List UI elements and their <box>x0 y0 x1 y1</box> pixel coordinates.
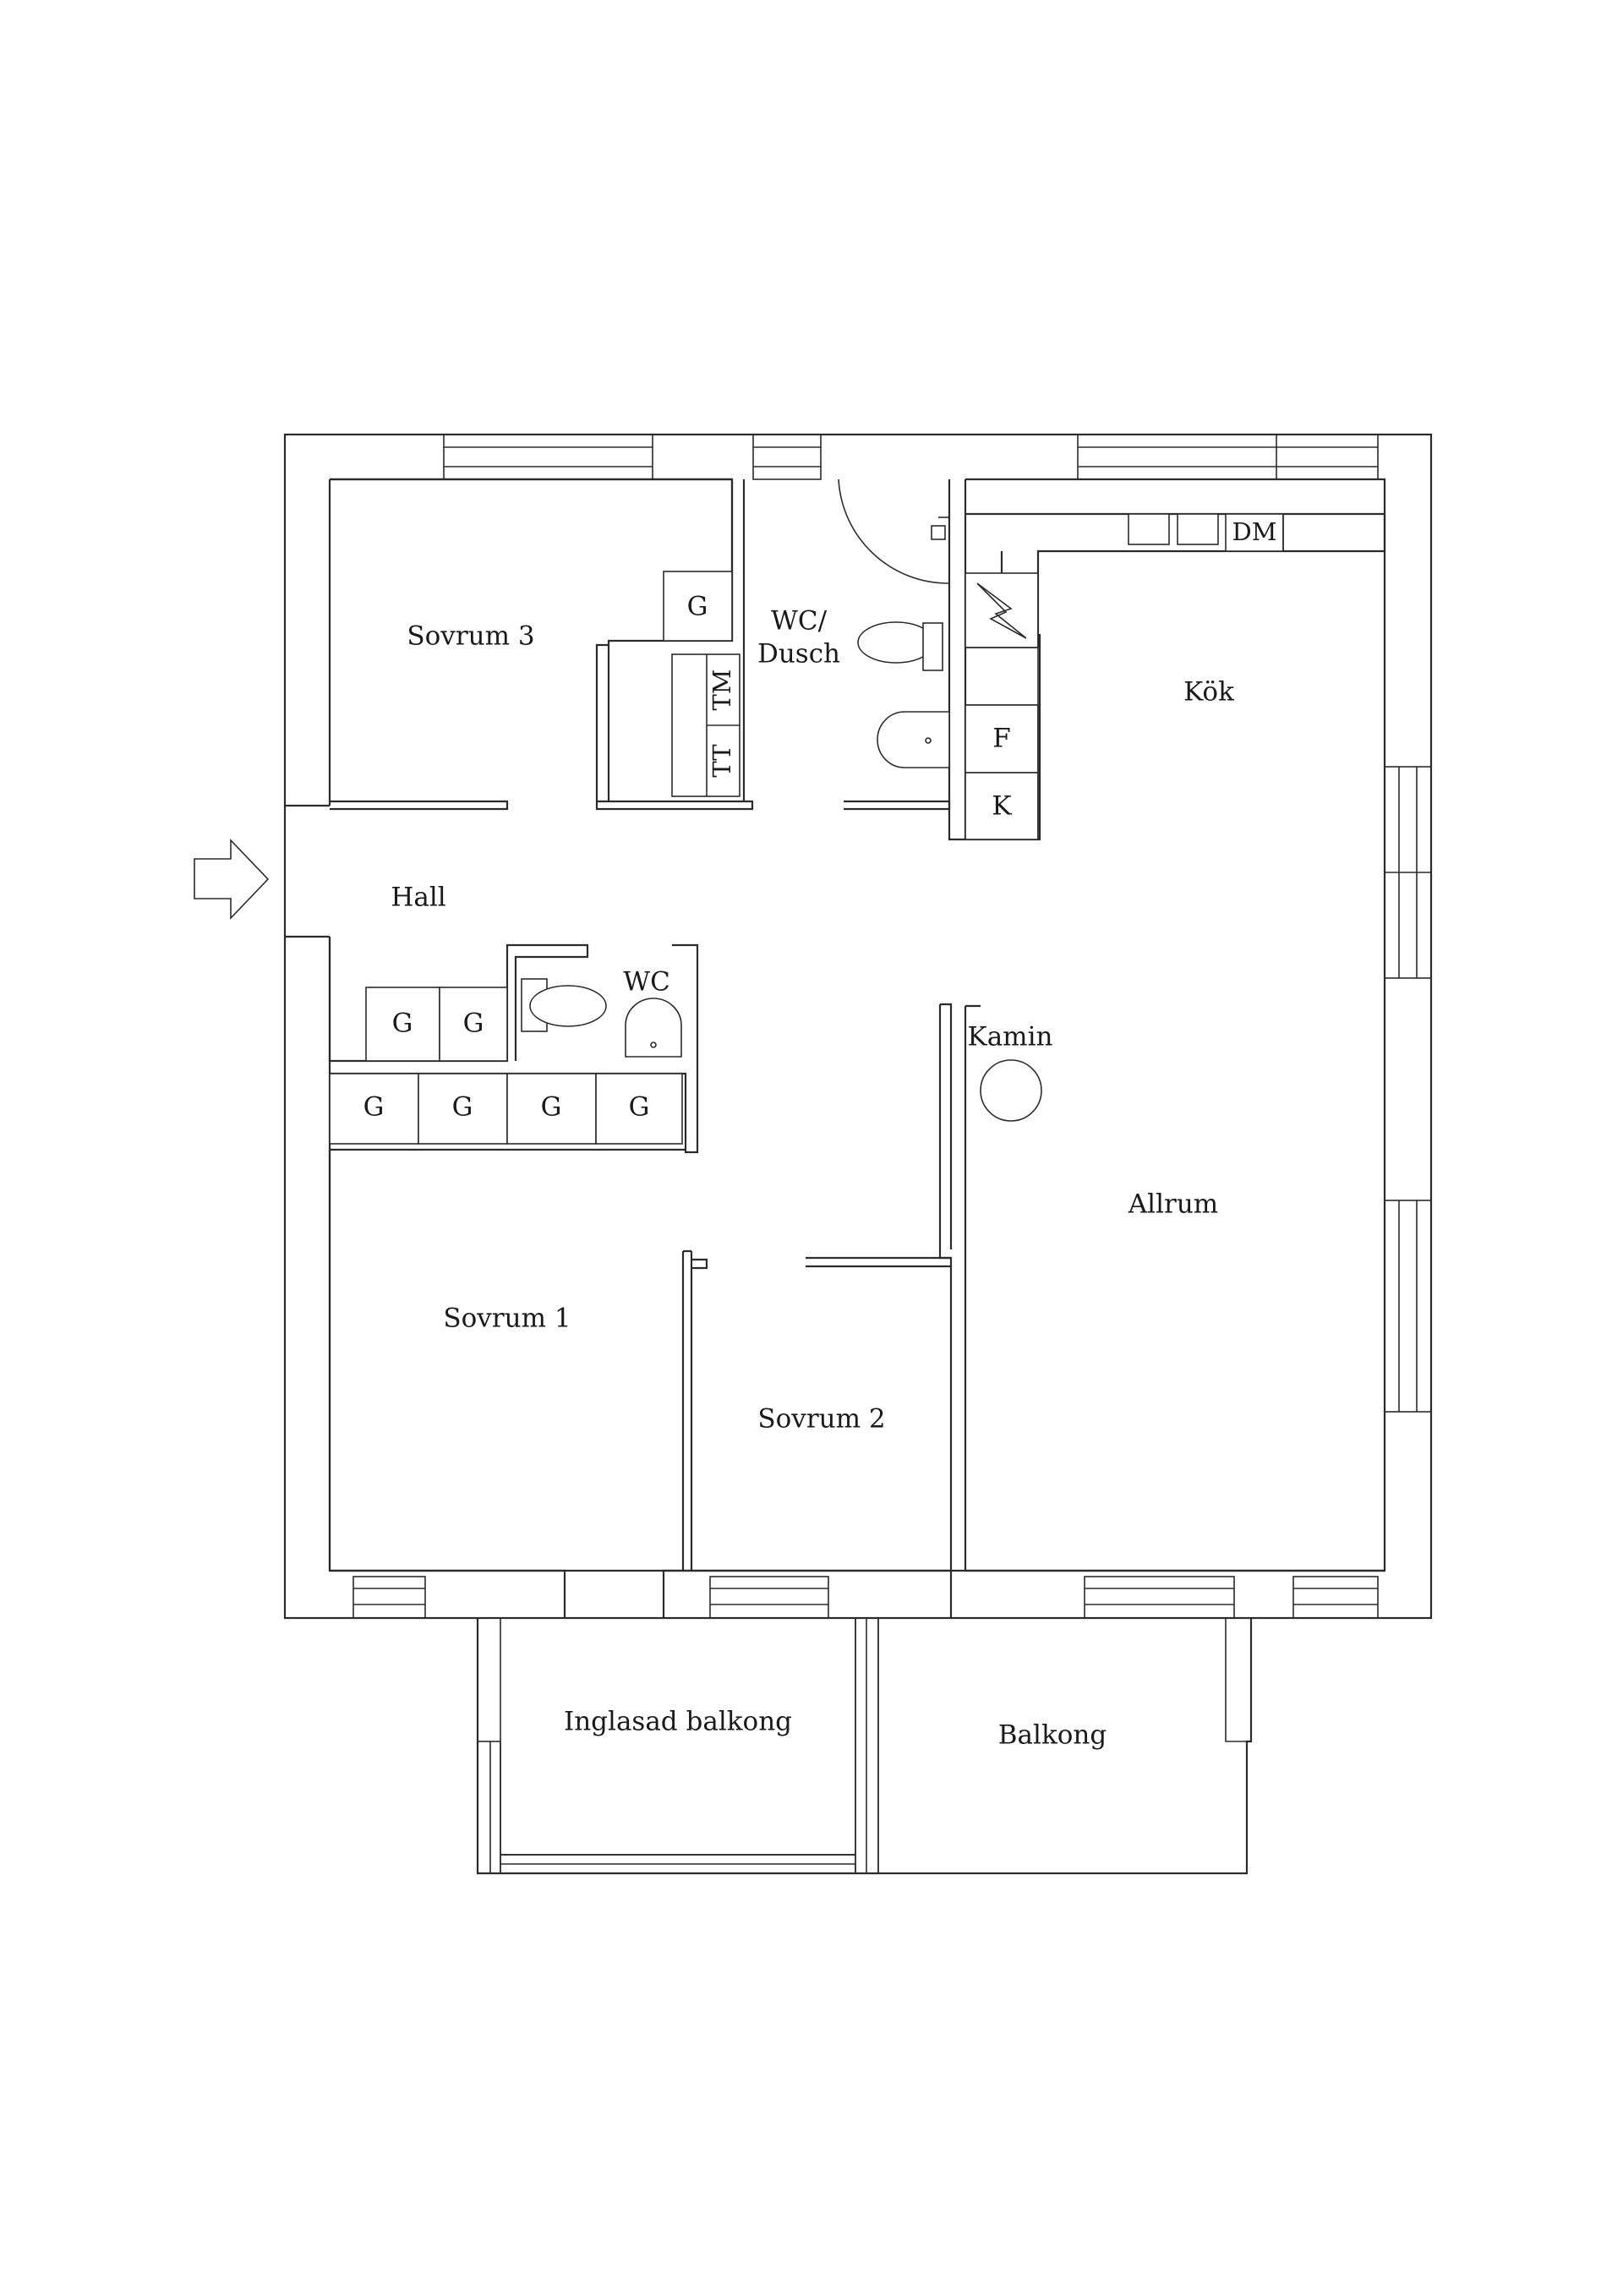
fireplace-icon <box>980 1059 1042 1122</box>
balconies <box>476 1617 1253 1875</box>
fridge-label: F <box>992 724 1011 754</box>
room-label-allrum: Allrum <box>1128 1189 1218 1220</box>
wardrobe-hall-1 <box>365 987 440 1062</box>
dishwasher-box <box>1225 513 1284 552</box>
windows-right <box>1384 766 1432 1413</box>
fridge-box <box>965 704 1039 774</box>
dryer-label: TT <box>708 744 736 778</box>
room-label-sovrum2: Sovrum 2 <box>757 1404 885 1435</box>
room-label-wc-dusch-1: WC/ <box>771 606 828 637</box>
freezer-box <box>965 772 1039 840</box>
washer-label: TM <box>708 669 736 710</box>
room-label-kok: Kök <box>1183 677 1234 708</box>
bathroom-fixtures <box>838 478 950 768</box>
shower-door-swing <box>838 478 949 584</box>
stove-area <box>965 572 1039 648</box>
room-label-kamin: Kamin <box>968 1022 1053 1052</box>
windows-top <box>443 434 1379 480</box>
entrance-arrow-icon <box>194 839 270 920</box>
wc-fixtures <box>521 978 682 1058</box>
windows-bottom <box>352 1576 1379 1619</box>
freezer-label: K <box>992 791 1012 822</box>
sink-icon <box>625 998 682 1058</box>
room-label-inglasad-balkong: Inglasad balkong <box>564 1707 792 1737</box>
wardrobe-hall-2 <box>439 987 508 1062</box>
wardrobe-row-1 <box>329 1073 419 1145</box>
wardrobe-row-4 <box>595 1073 683 1145</box>
wardrobe-label: G <box>363 1092 385 1123</box>
room-label-wc-dusch-2: Dusch <box>757 639 840 670</box>
wardrobe-label: G <box>541 1092 562 1123</box>
wardrobes: G G G G G G G <box>329 571 733 1145</box>
room-label-sovrum3: Sovrum 3 <box>407 621 534 652</box>
wardrobe-row-3 <box>506 1073 597 1145</box>
wardrobe-row-2 <box>418 1073 508 1145</box>
wardrobe-label: G <box>687 592 708 622</box>
wardrobe-sovrum3 <box>663 571 733 642</box>
toilet-icon <box>529 985 607 1027</box>
wardrobe-label: G <box>452 1092 473 1123</box>
room-label-balkong: Balkong <box>998 1720 1107 1751</box>
room-label-hall: Hall <box>391 883 445 913</box>
room-label-wc: WC <box>623 967 670 998</box>
ventilation-icon <box>976 582 1027 639</box>
sink-icon <box>877 711 950 768</box>
room-label-sovrum1: Sovrum 1 <box>443 1304 571 1334</box>
wardrobe-label: G <box>629 1092 650 1123</box>
wardrobe-label: G <box>392 1009 413 1039</box>
kitchen-fixtures: DM F K <box>965 513 1284 840</box>
wardrobe-label: G <box>463 1009 484 1039</box>
dishwasher-label: DM <box>1232 517 1277 546</box>
room-labels: Sovrum 3 WC/ Dusch Kök Hall WC Kamin All… <box>391 606 1234 1751</box>
laundry: TM TT <box>671 653 740 797</box>
